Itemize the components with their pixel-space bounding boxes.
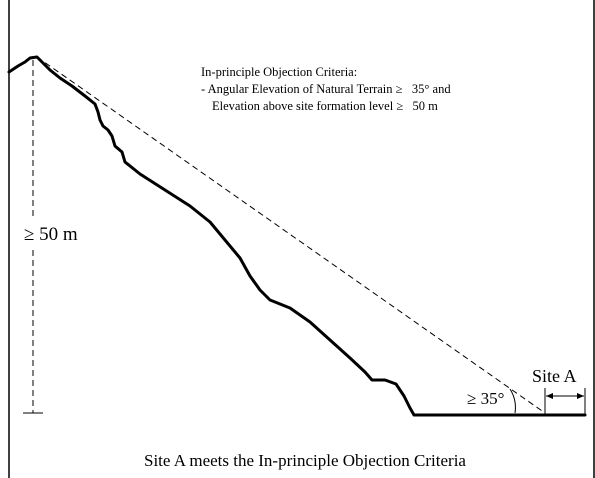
criteria-heading: In-principle Objection Criteria: [201, 65, 357, 79]
terrain-profile [7, 55, 587, 417]
angle-line [36, 56, 546, 414]
angle-label: ≥ 35° [467, 389, 504, 408]
height-label-background [22, 220, 92, 246]
site-label: Site A [532, 366, 577, 386]
angle-arc [509, 388, 516, 414]
caption: Site A meets the In-principle Objection … [144, 451, 466, 470]
site-arrow-left-icon [546, 393, 553, 399]
height-label: ≥ 50 m [24, 224, 78, 245]
site-arrow-right-icon [577, 393, 584, 399]
criteria-line-2: Elevation above site formation level ≥ 5… [212, 99, 438, 113]
criteria-line-1: - Angular Elevation of Natural Terrain ≥… [201, 82, 451, 96]
